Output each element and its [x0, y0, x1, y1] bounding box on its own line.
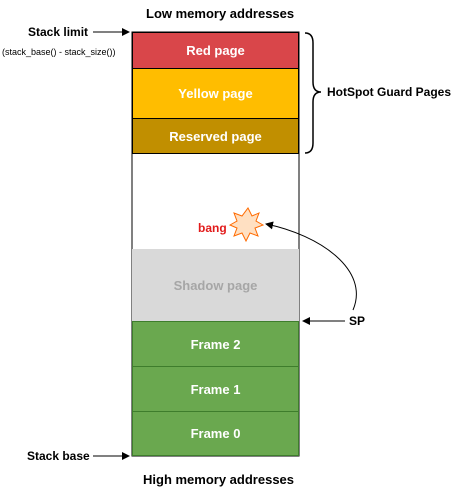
frame-1: Frame 1	[132, 366, 299, 412]
yellow-page: Yellow page	[132, 68, 299, 119]
low-memory-label: Low memory addresses	[146, 6, 295, 21]
shadow-page-label: Shadow page	[173, 278, 258, 293]
red-page: Red page	[132, 32, 299, 69]
shadow-page: Shadow page	[132, 249, 299, 322]
explosion-icon	[228, 207, 265, 243]
reserved-page-label: Reserved page	[169, 128, 262, 144]
yellow-page-label: Yellow page	[178, 86, 253, 101]
red-page-label: Red page	[186, 43, 245, 58]
frame-0: Frame 0	[132, 411, 299, 456]
guard-pages-label: HotSpot Guard Pages	[327, 85, 452, 99]
frame-2-label: Frame 2	[190, 336, 241, 352]
bang-label: bang	[198, 221, 227, 235]
stack-limit-label: Stack limit	[28, 25, 89, 39]
guard-pages-brace	[304, 32, 322, 154]
high-memory-label: High memory addresses	[143, 472, 295, 487]
reserved-page: Reserved page	[132, 118, 299, 154]
stack-limit-formula: (stack_base() - stack_size())	[2, 47, 116, 57]
frame-0-label: Frame 0	[190, 426, 241, 441]
bang-curve-arrow	[265, 221, 357, 311]
sp-label: SP	[349, 314, 366, 328]
stack-base-label: Stack base	[27, 449, 90, 463]
frame-1-label: Frame 1	[190, 381, 241, 397]
frame-2: Frame 2	[132, 321, 299, 367]
